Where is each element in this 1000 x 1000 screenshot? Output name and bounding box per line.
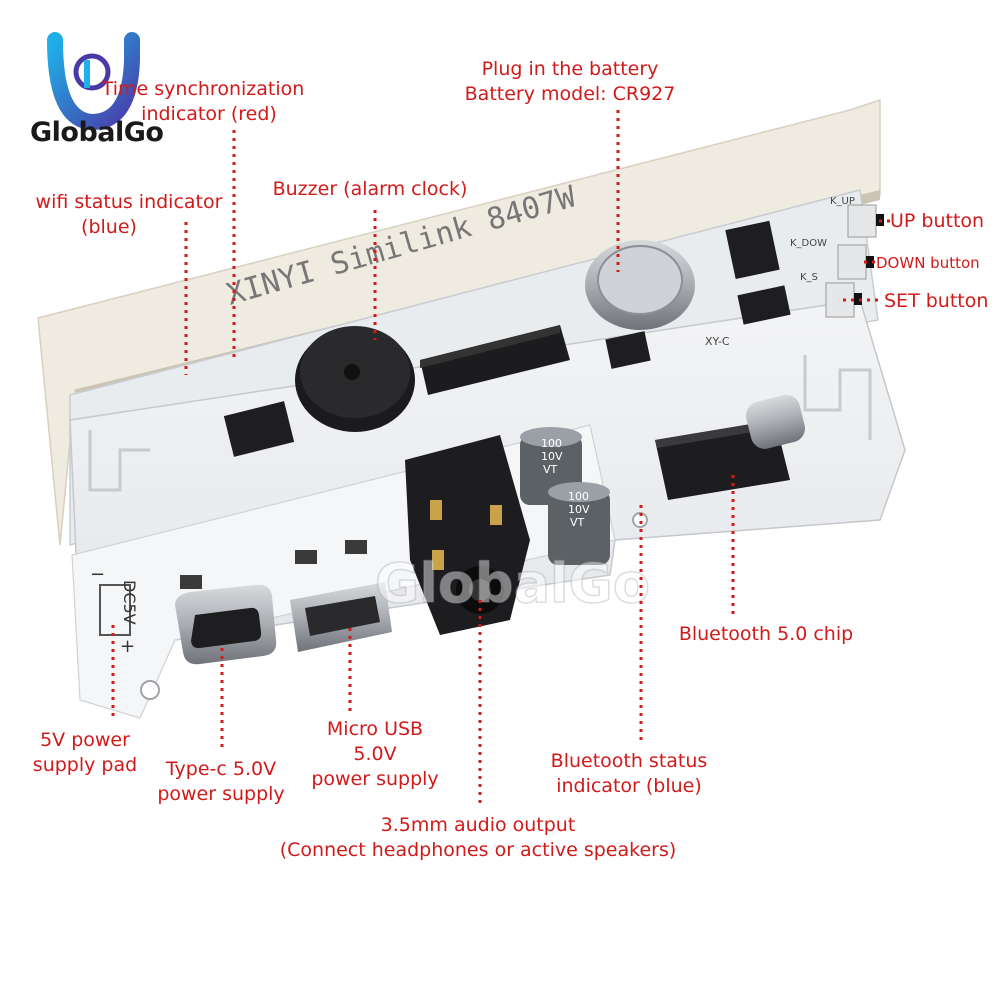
label-bt-chip-line-1: Bluetooth 5.0 chip: [678, 623, 854, 645]
label-typec-line-2: power supply: [157, 783, 285, 805]
label-typec: Type-c 5.0V power supply: [145, 757, 297, 807]
label-set: SET button: [884, 289, 994, 314]
callout-lines: [111, 110, 890, 805]
label-micro-usb: Micro USB 5.0V power supply: [300, 717, 450, 792]
capacitor-2-line-3: VT: [570, 516, 585, 529]
label-bt-status-line-1: Bluetooth status: [550, 750, 708, 772]
watermark: GlobalGo: [375, 552, 650, 615]
label-up: UP button: [890, 209, 998, 234]
label-up-line-1: UP button: [890, 210, 985, 232]
label-bt-chip: Bluetooth 5.0 chip: [670, 622, 862, 647]
smd-chips: [180, 220, 791, 589]
brand-wordmark: GlobalGo: [30, 117, 164, 148]
label-battery: Plug in the battery Battery model: CR927: [455, 57, 685, 107]
silk-up: K_UP: [830, 196, 855, 207]
crystal: [745, 394, 806, 449]
label-wifi: wifi status indicator (blue): [24, 190, 234, 240]
label-bt-status: Bluetooth status indicator (blue): [540, 749, 718, 799]
label-battery-line-2: Battery model: CR927: [464, 83, 676, 105]
dc5v-text: DC5V: [120, 580, 139, 625]
label-audio-line-1: 3.5mm audio output: [380, 814, 576, 836]
audio-jack: [405, 435, 530, 635]
capacitor-2-line-2: 10V: [568, 503, 590, 516]
label-pad: 5V power supply pad: [20, 728, 150, 778]
globalgo-logo: [47, 32, 140, 131]
buzzer: [295, 326, 415, 432]
capacitor-2: 100 10V VT: [548, 482, 610, 565]
label-buzzer-line-1: Buzzer (alarm clock): [272, 178, 468, 200]
label-audio: 3.5mm audio output (Connect headphones o…: [258, 813, 698, 863]
label-micro-usb-line-1: Micro USB: [326, 718, 424, 740]
silk-down: K_DOW: [790, 238, 827, 249]
label-pad-line-2: supply pad: [32, 754, 138, 776]
capacitor-1-line-3: VT: [543, 463, 558, 476]
label-wifi-line-1: wifi status indicator: [35, 191, 223, 213]
silk-set: K_S: [800, 272, 818, 283]
capacitor-2-line-1: 100: [568, 490, 589, 503]
label-micro-usb-line-3: power supply: [311, 768, 439, 790]
capacitor-1-line-1: 100: [541, 437, 562, 450]
label-audio-line-2: (Connect headphones or active speakers): [279, 839, 677, 861]
typec-connector: [175, 584, 277, 665]
label-typec-line-1: Type-c 5.0V: [165, 758, 277, 780]
label-set-line-1: SET button: [884, 290, 989, 312]
silk-xy: XY-C: [705, 335, 730, 348]
label-down: DOWN button: [876, 251, 996, 276]
label-time-sync-line-2: indicator (red): [141, 103, 277, 125]
label-down-line-1: DOWN button: [876, 254, 980, 272]
minus-sign: −: [90, 564, 105, 585]
label-buzzer: Buzzer (alarm clock): [265, 177, 475, 202]
dip-ic: [420, 325, 570, 395]
label-time-sync-line-1: Time synchronization: [101, 78, 305, 100]
label-micro-usb-line-2: 5.0V: [353, 743, 397, 765]
capacitor-1-line-2: 10V: [541, 450, 563, 463]
plus-sign: +: [120, 636, 135, 657]
dc5v-pad: DC5V − +: [90, 564, 139, 657]
label-pad-line-1: 5V power: [40, 729, 130, 751]
label-battery-line-1: Plug in the battery: [481, 58, 659, 80]
label-wifi-line-2: (blue): [81, 216, 137, 238]
micro-usb-connector: [290, 582, 392, 652]
battery-holder: [585, 240, 695, 330]
label-time-sync: Time synchronization indicator (red): [93, 77, 313, 127]
label-bt-status-line-2: indicator (blue): [556, 775, 702, 797]
